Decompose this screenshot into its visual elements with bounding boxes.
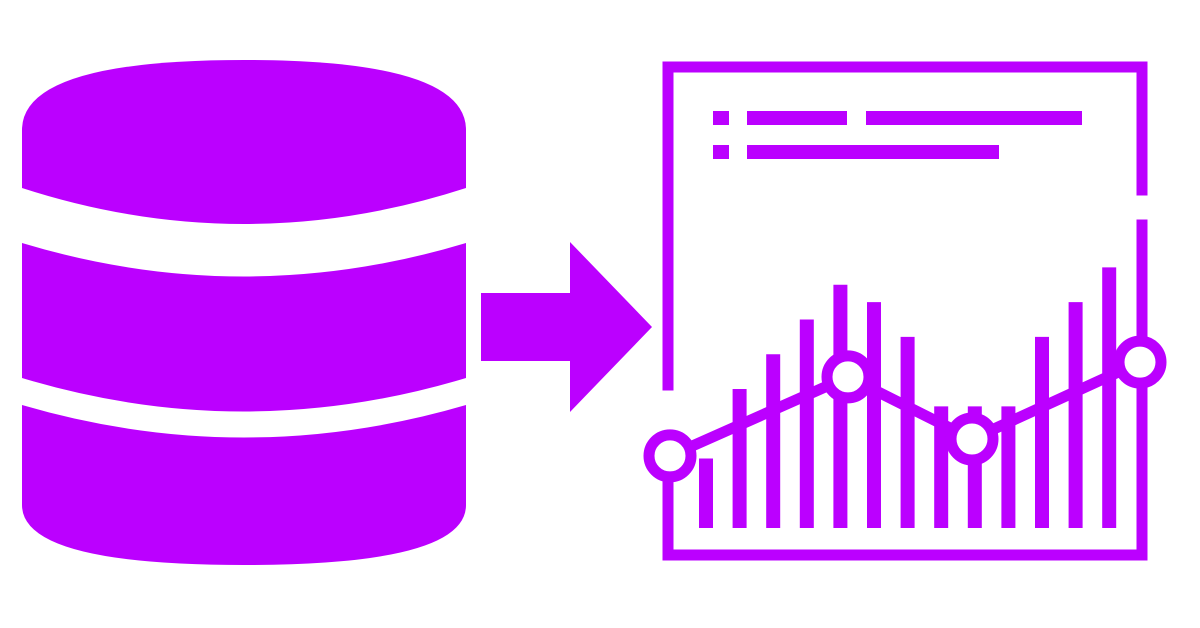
report-bar <box>766 354 781 528</box>
report-frame <box>662 61 1148 391</box>
report-trend-line <box>643 335 1167 483</box>
header-line-2 <box>747 145 999 159</box>
report-bar <box>1068 302 1083 528</box>
report-bar <box>799 319 814 528</box>
report-bar <box>732 389 747 528</box>
header-line-1b <box>866 111 1082 125</box>
report-bar <box>867 302 881 528</box>
report-bar <box>1102 267 1117 528</box>
trend-marker <box>821 350 875 404</box>
report-bar <box>1001 406 1016 528</box>
trend-marker <box>1113 335 1167 389</box>
header-bullet-1 <box>713 111 729 125</box>
database-tier-middle <box>22 243 466 412</box>
header-line-1a <box>747 111 847 125</box>
header-bullet-2 <box>713 145 729 159</box>
report-frame-bottom <box>662 219 1148 561</box>
report-bar <box>934 406 949 528</box>
report-bar <box>900 336 915 528</box>
report-bars <box>699 267 1117 528</box>
report-bar <box>699 458 713 528</box>
report-bar <box>833 284 848 528</box>
report-bar <box>1035 336 1049 528</box>
trend-marker <box>945 412 999 466</box>
database-tier-top <box>22 60 466 224</box>
database-tier-bottom <box>22 405 466 565</box>
trend-line <box>667 357 1143 461</box>
arrow-right-icon <box>481 242 652 412</box>
analytics-report-icon <box>643 61 1167 561</box>
trend-marker <box>643 429 697 483</box>
database-icon <box>22 60 466 565</box>
